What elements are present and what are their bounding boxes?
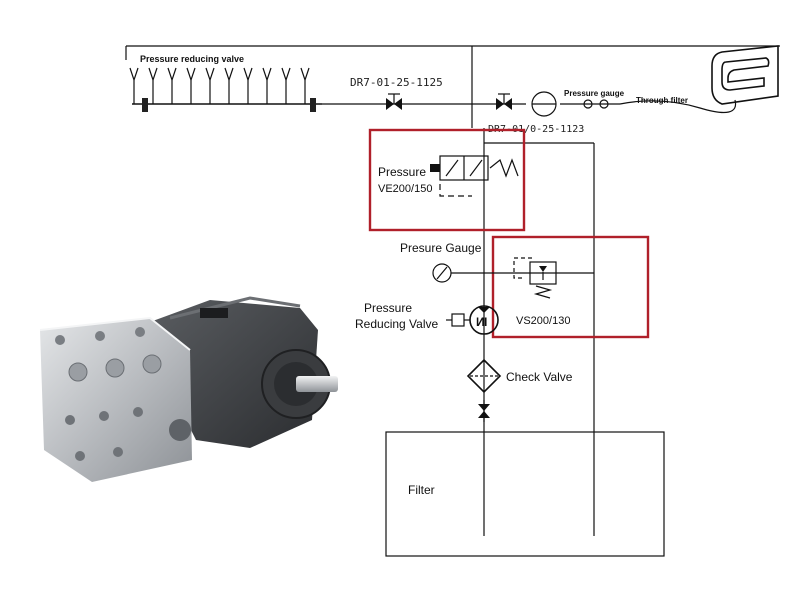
through-filter-label: Through filter: [636, 96, 688, 105]
spray-bar: [129, 67, 322, 112]
spray-nozzle-icon: [205, 67, 215, 104]
spray-nozzle-icon: [243, 67, 253, 104]
svg-text:I: I: [484, 315, 487, 329]
pressure-reducing-label-1: Pressure: [364, 301, 412, 315]
vs-code-label: VS200/130: [516, 315, 570, 327]
hose-reel-symbol: [711, 45, 779, 105]
pressure-reducing-label-2: Reducing Valve: [355, 317, 438, 331]
svg-text:И: И: [476, 315, 485, 329]
spray-nozzle-icon: [300, 67, 310, 104]
directional-valve-symbol: [430, 155, 519, 197]
filter-tank: [385, 431, 665, 557]
gate-valve-symbol: [496, 93, 512, 110]
pressure-gauge-top-label: Pressure gauge: [564, 89, 625, 98]
spray-nozzle-icon: [129, 67, 139, 104]
pressure-valve-highlight: [368, 128, 526, 232]
spray-nozzle-icon: [186, 67, 196, 104]
filter-label: Filter: [408, 483, 435, 497]
pump-symbol: [531, 91, 557, 117]
spray-nozzle-icon: [148, 67, 158, 104]
code-top-mid: DR7-01/0-25-1123: [488, 124, 584, 135]
pump-photo: [39, 296, 338, 482]
pressure-valve-label: Pressure: [378, 165, 426, 179]
spray-nozzle-icon: [281, 67, 291, 104]
check-valve-symbol: [466, 358, 502, 394]
ve-code-label: VE200/150: [378, 183, 432, 195]
gate-valve-symbol: [478, 400, 490, 422]
spray-nozzle-icon: [224, 67, 234, 104]
check-valve-label: Check Valve: [506, 370, 573, 384]
pressure-reducing-valve-top-label: Pressure reducing valve: [140, 54, 244, 64]
relief-valve-symbol: [513, 257, 557, 299]
motor-symbol: И I: [446, 305, 499, 335]
code-top-left: DR7-01-25-1125: [350, 76, 443, 89]
gauge-icon: [432, 263, 484, 283]
presure-gauge-label: Presure Gauge: [400, 241, 482, 255]
relief-valve-highlight: [491, 235, 650, 339]
gate-valve-symbol: [386, 93, 402, 110]
spray-nozzle-icon: [167, 67, 177, 104]
spray-nozzle-icon: [262, 67, 272, 104]
